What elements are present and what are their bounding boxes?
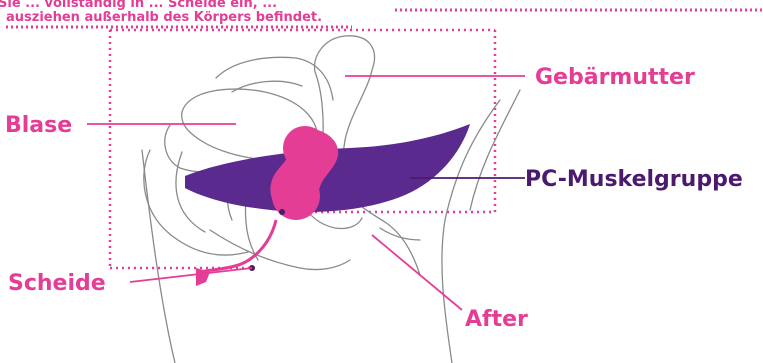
device-anchor-dot (279, 209, 285, 215)
label-uterus: Gebärmutter (535, 65, 695, 90)
label-pc-muscle: PC-Muskelgruppe (525, 167, 743, 192)
label-bladder: Blase (5, 113, 72, 138)
note-line-2: ausziehen außerhalb des Körpers befindet… (6, 10, 322, 25)
label-vagina: Scheide (8, 271, 106, 296)
label-anus: After (465, 307, 528, 332)
